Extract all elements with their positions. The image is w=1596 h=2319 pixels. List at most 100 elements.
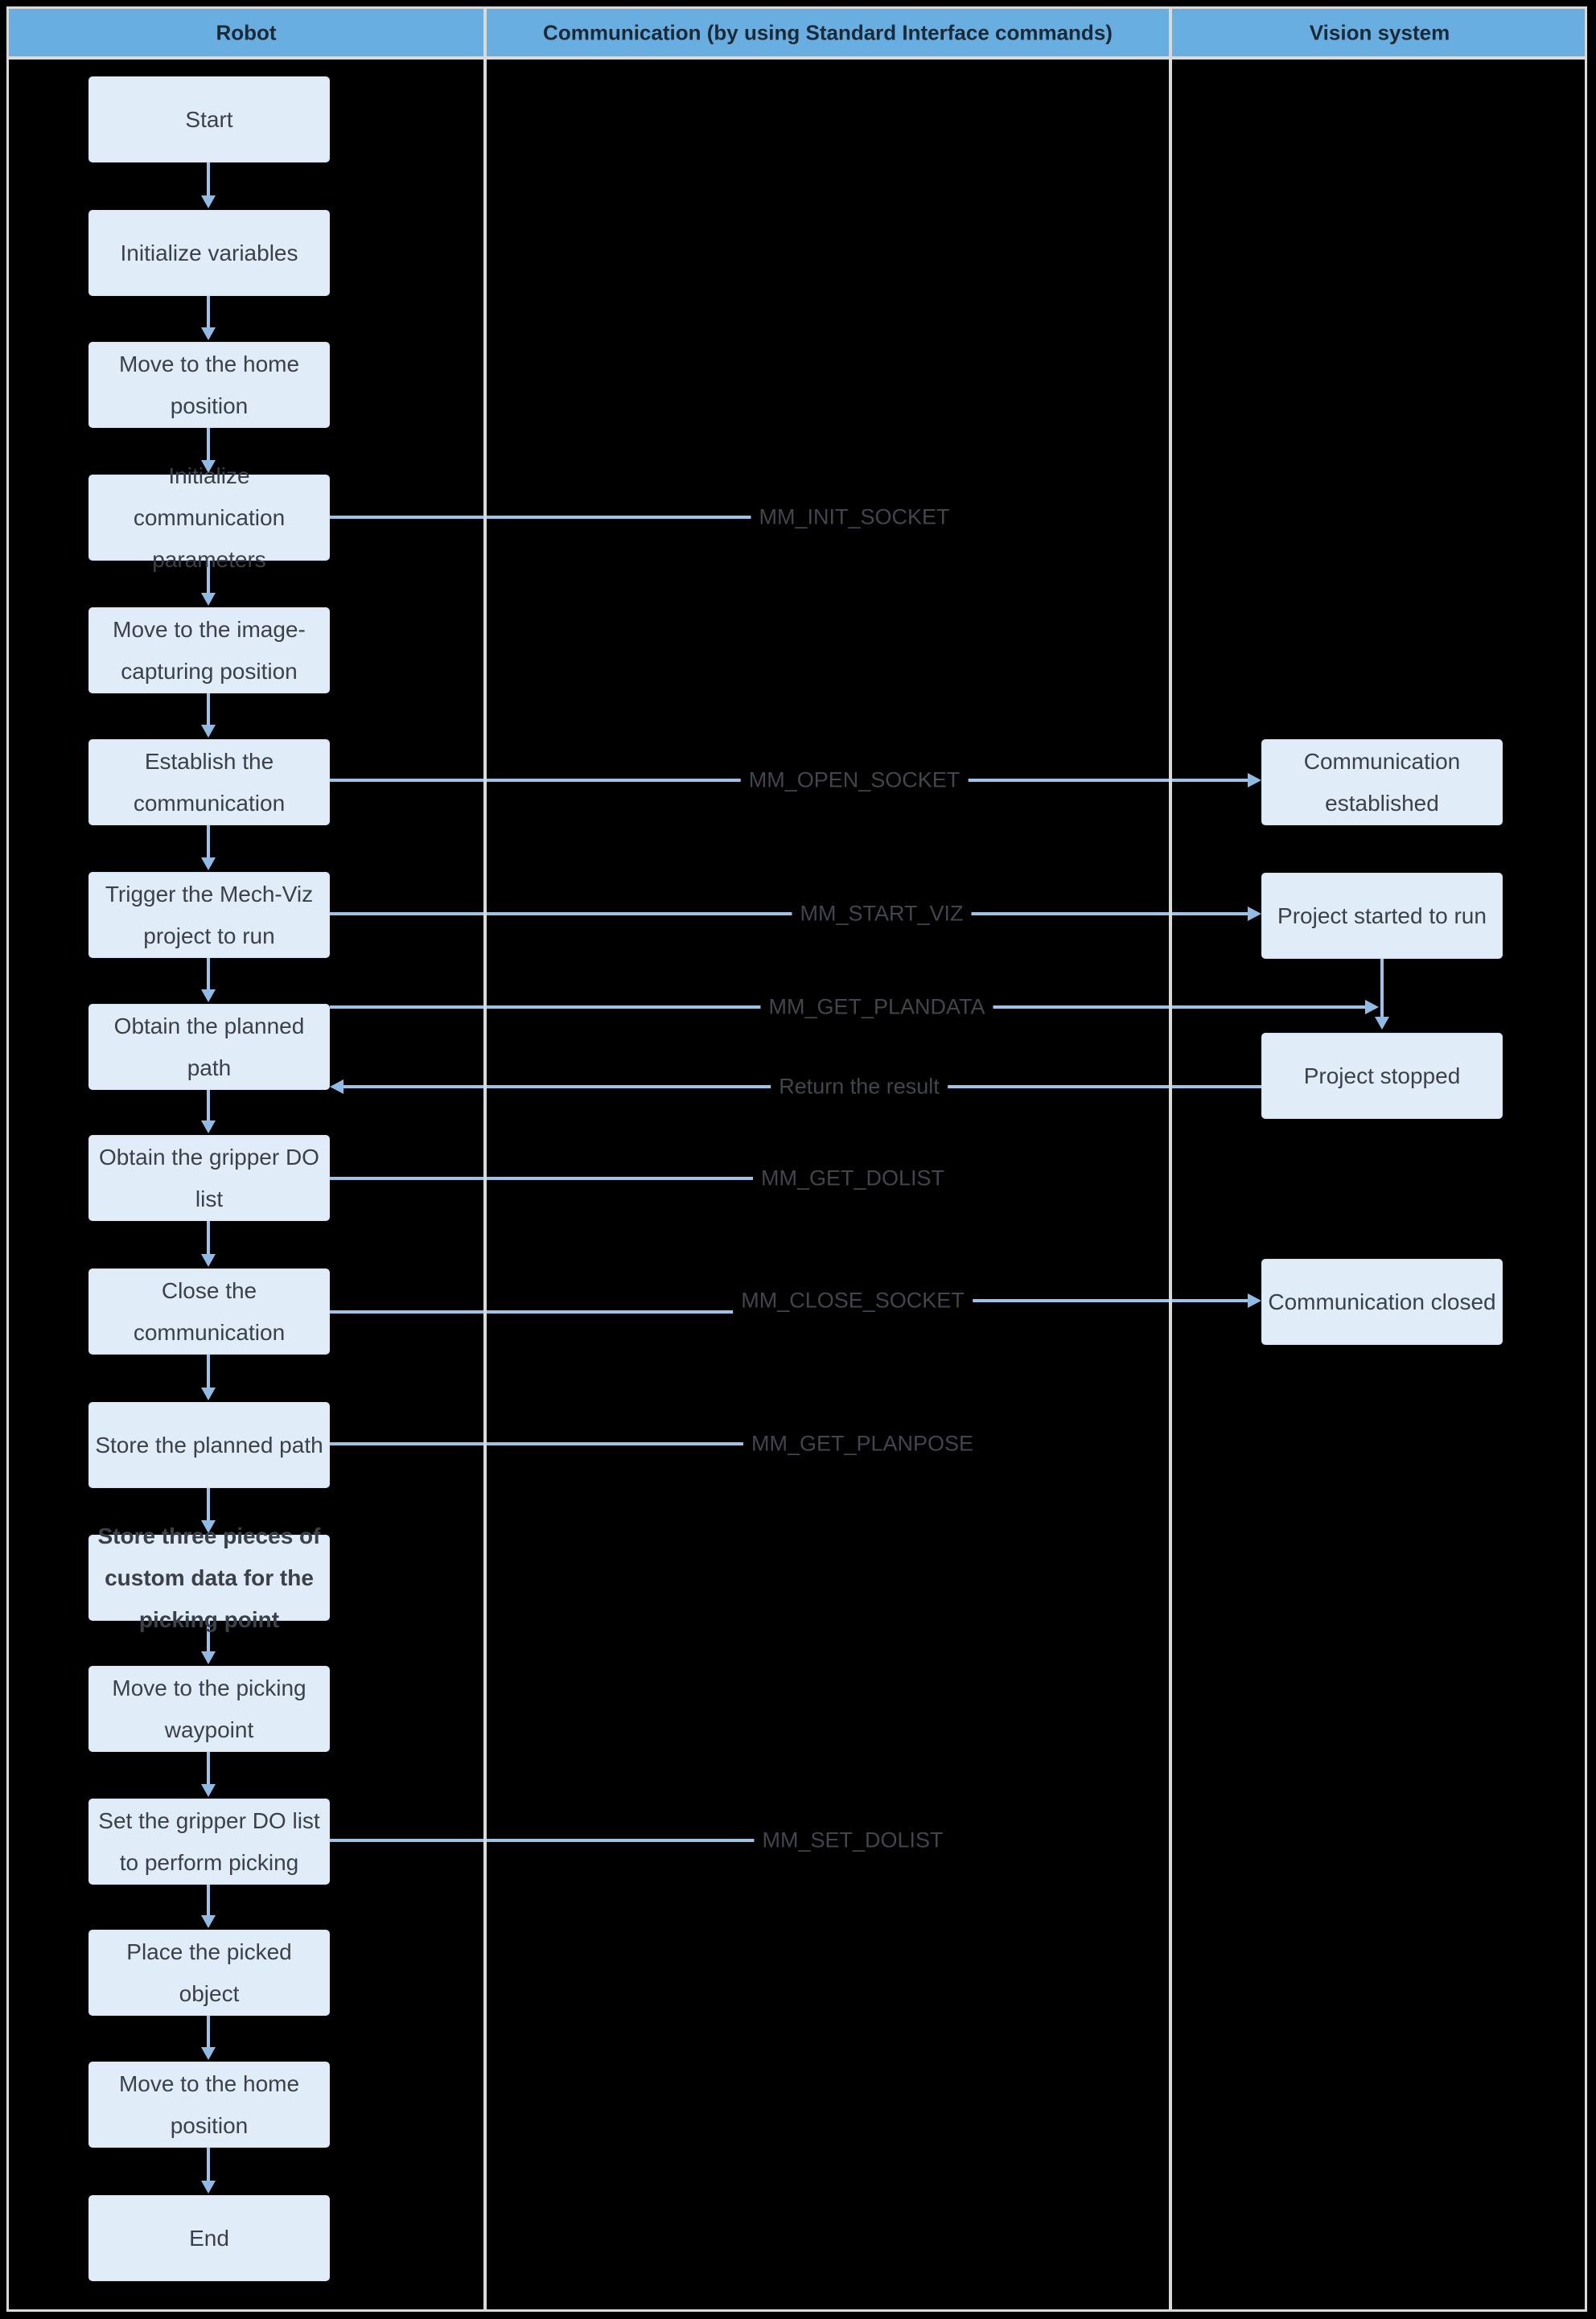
arrow-down-icon [201, 1254, 216, 1267]
lane-divider-1 [483, 6, 487, 2312]
flow-node-obtain-gripper-do-list: Obtain the gripper DO list [88, 1135, 330, 1221]
flow-node-label: End [189, 2225, 229, 2251]
comm-label-mm-set-dolist: MM_SET_DOLIST [754, 1824, 952, 1856]
comm-label-mm-init-socket: MM_INIT_SOCKET [751, 501, 958, 533]
flow-node-communication-closed: Communication closed [1261, 1259, 1503, 1345]
flow-node-label: Place the picked object [126, 1939, 292, 2006]
comm-arrow-line [330, 1310, 853, 1314]
flow-node-start: Start [88, 76, 330, 162]
comm-arrow-line [957, 1299, 1250, 1302]
lane-header-robot: Robot [216, 20, 277, 45]
flow-node-store-custom-data: Store three pieces of custom data for th… [88, 1523, 330, 1632]
flow-arrow-line [1380, 959, 1384, 1017]
flow-node-label: Obtain the gripper DO list [99, 1144, 319, 1211]
flow-node-label: Initialize variables [120, 240, 298, 265]
comm-arrow-line [330, 912, 1250, 915]
flow-arrow-line [207, 162, 210, 195]
header-divider-line [6, 56, 1587, 60]
flow-node-label: Establish the communication [133, 748, 286, 816]
flow-node-label: Trigger the Mech-Viz project to run [105, 881, 314, 948]
arrow-down-icon [201, 593, 216, 606]
flow-node-establish-communication: Establish the communication [88, 739, 330, 825]
comm-label-mm-get-dolist: MM_GET_DOLIST [752, 1162, 953, 1194]
flow-node-init-comm-parameters: Initialize communication parameters [88, 463, 330, 572]
arrow-down-icon [201, 2181, 216, 2194]
arrow-down-icon [201, 195, 216, 208]
flow-node-place-picked-object: Place the picked object [88, 1930, 330, 2016]
flow-arrow-line [207, 428, 210, 460]
flow-node-label: Start [185, 106, 233, 132]
flow-arrow-line [207, 296, 210, 327]
flow-node-move-home-2: Move to the home position [88, 2062, 330, 2148]
arrow-down-icon [201, 857, 216, 870]
comm-label-mm-get-planpose: MM_GET_PLANPOSE [742, 1428, 982, 1460]
arrow-down-icon [201, 1784, 216, 1797]
comm-label-mm-get-plandata: MM_GET_PLANDATA [760, 991, 993, 1023]
arrow-down-icon [201, 460, 216, 473]
flow-arrow-line [207, 1355, 210, 1388]
flow-node-set-gripper-do-list: Set the gripper DO list to perform picki… [88, 1799, 330, 1885]
arrow-down-icon [201, 1651, 216, 1664]
flow-node-label: Communication closed [1268, 1289, 1496, 1314]
arrow-down-icon [201, 1520, 216, 1533]
flow-arrow-line [207, 2148, 210, 2181]
comm-arrow-line [330, 516, 853, 519]
arrow-right-icon [1365, 1000, 1379, 1014]
flow-arrow-line [207, 825, 210, 857]
flow-node-move-home-1: Move to the home position [88, 342, 330, 428]
comm-label-return-result: Return the result [771, 1071, 948, 1103]
arrow-right-icon [1248, 907, 1261, 921]
flow-arrow-line [207, 1885, 210, 1915]
arrow-down-icon [201, 2047, 216, 2060]
flow-node-label: Communication established [1303, 748, 1461, 816]
flow-node-trigger-mech-viz: Trigger the Mech-Viz project to run [88, 872, 330, 958]
flow-node-label: Store three pieces of custom data for th… [97, 1523, 321, 1632]
flow-node-communication-established: Communication established [1261, 739, 1503, 825]
flow-node-label: Project stopped [1303, 1063, 1461, 1088]
comm-label-mm-close-socket: MM_CLOSE_SOCKET [733, 1285, 973, 1317]
arrow-down-icon [201, 1120, 216, 1133]
flow-arrow-line [207, 1621, 210, 1651]
flow-node-label: Move to the picking waypoint [112, 1675, 306, 1742]
arrow-left-icon [330, 1079, 343, 1094]
flow-arrow-line [207, 1488, 210, 1520]
flow-node-label: Project started to run [1277, 903, 1487, 928]
flow-arrow-line [207, 1752, 210, 1784]
flow-node-label: Initialize communication parameters [133, 463, 286, 572]
flow-node-label: Move to the home position [118, 2070, 300, 2138]
flow-node-move-picking-waypoint: Move to the picking waypoint [88, 1666, 330, 1752]
flow-node-move-image-capturing: Move to the image- capturing position [88, 607, 330, 693]
lane-divider-2 [1169, 6, 1172, 2312]
flow-node-label: Close the communication [133, 1277, 286, 1345]
comm-arrow-line [330, 1442, 862, 1445]
flow-node-label: Obtain the planned path [113, 1013, 305, 1080]
flow-node-obtain-planned-path: Obtain the planned path [88, 1004, 330, 1090]
flow-node-project-stopped: Project stopped [1261, 1033, 1503, 1119]
flow-node-project-started: Project started to run [1261, 873, 1503, 959]
flow-node-label: Store the planned path [95, 1432, 323, 1458]
flow-node-label: Move to the home position [118, 351, 300, 418]
lane-header-vision: Vision system [1309, 20, 1450, 45]
flow-arrow-line [207, 1090, 210, 1120]
comm-arrow-line [330, 1839, 853, 1842]
flow-arrow-line [207, 2016, 210, 2047]
lane-header-bar [9, 9, 1585, 57]
arrow-down-icon [201, 989, 216, 1002]
flow-node-store-planned-path: Store the planned path [88, 1402, 330, 1488]
comm-arrow-line [330, 1177, 853, 1180]
flow-node-end: End [88, 2195, 330, 2281]
arrow-right-icon [1248, 1293, 1261, 1308]
flow-node-label: Move to the image- capturing position [113, 616, 306, 684]
arrow-down-icon [201, 1388, 216, 1400]
lane-header-communication: Communication (by using Standard Interfa… [543, 20, 1113, 45]
arrow-down-icon [201, 1915, 216, 1928]
comm-label-mm-start-viz: MM_START_VIZ [792, 898, 972, 930]
flow-arrow-line [207, 693, 210, 725]
flow-node-close-communication: Close the communication [88, 1268, 330, 1355]
arrow-down-icon [201, 327, 216, 340]
arrow-down-icon [201, 725, 216, 738]
flow-arrow-line [207, 958, 210, 989]
flow-node-label: Set the gripper DO list to perform picki… [98, 1807, 320, 1875]
flow-arrow-line [207, 561, 210, 593]
arrow-right-icon [1248, 773, 1261, 787]
